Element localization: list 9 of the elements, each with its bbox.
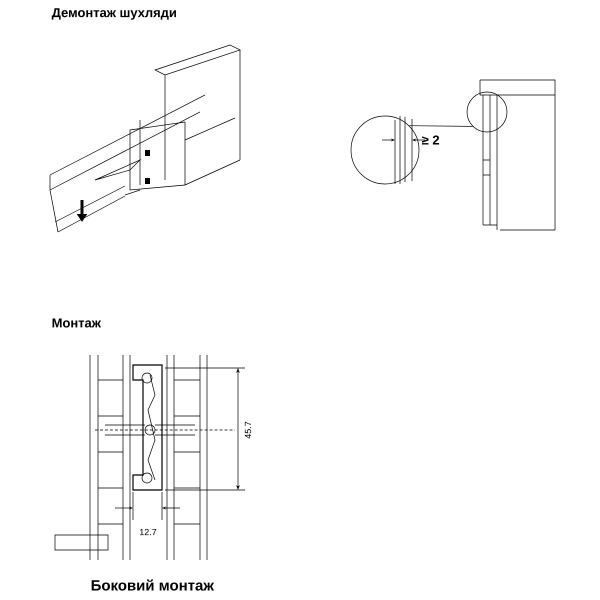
- dimension-value: 45.7: [244, 420, 252, 440]
- detail-circle: [466, 92, 508, 132]
- section-heading: Боковий монтаж: [92, 579, 214, 591]
- dimension-value: ≥ 2: [422, 135, 440, 145]
- section-heading: Монтаж: [52, 318, 102, 328]
- connector-line: [408, 125, 473, 127]
- dimension-value: 12.7: [138, 528, 158, 536]
- section-heading: Демонтаж шухляди: [52, 8, 176, 20]
- detail-circle: [350, 116, 420, 184]
